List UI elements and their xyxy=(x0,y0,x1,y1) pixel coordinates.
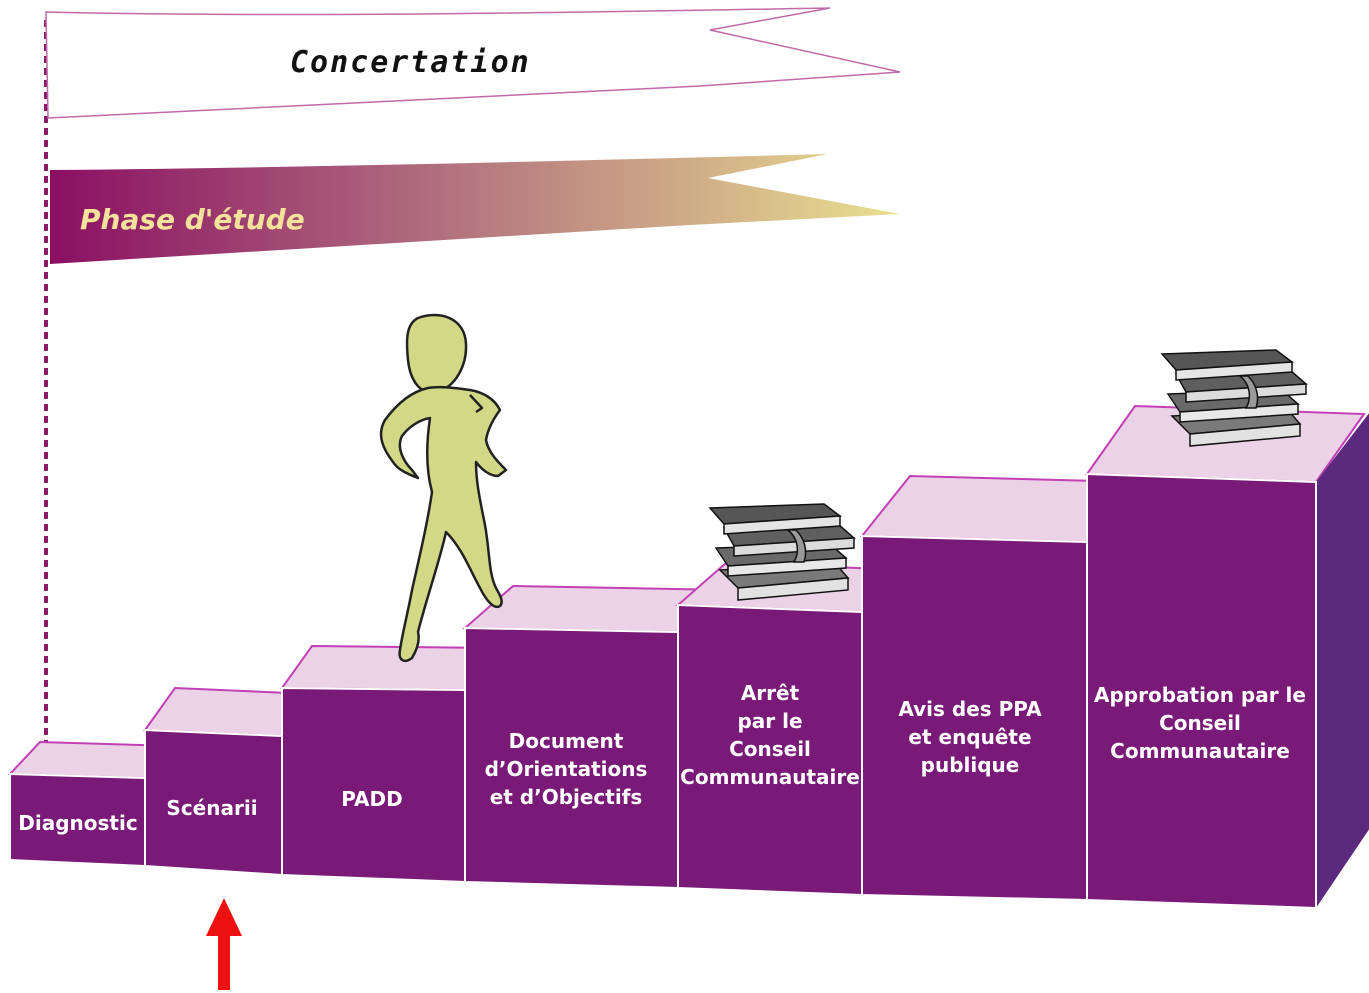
step-label-line: Avis des PPA xyxy=(898,697,1042,721)
step-label-line: Scénarii xyxy=(166,796,257,820)
person-walking-icon xyxy=(379,313,508,662)
step-label-line: et enquête xyxy=(908,725,1031,749)
book-stack-icon xyxy=(708,503,856,601)
step-doo: Document d’Orientations et d’Objectifs xyxy=(462,584,729,890)
step-front-face xyxy=(1086,472,1317,910)
step-label-line: Communautaire xyxy=(1110,739,1290,763)
step-label-line: Communautaire xyxy=(680,765,860,789)
step-label-line: Conseil xyxy=(729,737,811,761)
step-label-line: Diagnostic xyxy=(18,811,137,835)
step-avis: Avis des PPA et enquête publique xyxy=(859,474,1138,902)
step-top-face xyxy=(280,644,497,692)
phase-etude-flag: Phase d'étude xyxy=(50,154,900,264)
red-arrow-up-icon xyxy=(206,898,242,990)
step-label-line: publique xyxy=(921,753,1020,777)
phase-etude-label: Phase d'étude xyxy=(80,203,305,236)
step-label-line: et d’Objectifs xyxy=(490,785,643,809)
step-front-face xyxy=(281,686,466,884)
step-label-line: Document xyxy=(509,729,624,753)
book-stack-icon xyxy=(1160,349,1308,447)
step-label-line: Conseil xyxy=(1159,711,1241,735)
steps-group: Diagnostic Scénarii PADD Document d’Orientat… xyxy=(7,404,1369,910)
concertation-label: Concertation xyxy=(290,45,531,80)
step-label-line: PADD xyxy=(341,787,403,811)
step-label-line: par le xyxy=(737,709,802,733)
step-label-line: Arrêt xyxy=(741,681,800,705)
concertation-flag: Concertation xyxy=(45,7,901,119)
step-label-line: d’Orientations xyxy=(485,757,648,781)
step-diagnostic: Diagnostic xyxy=(7,740,178,868)
step-padd: PADD xyxy=(280,644,497,884)
step-label-line: Approbation par le xyxy=(1094,683,1306,707)
step-side-face xyxy=(1316,413,1369,908)
